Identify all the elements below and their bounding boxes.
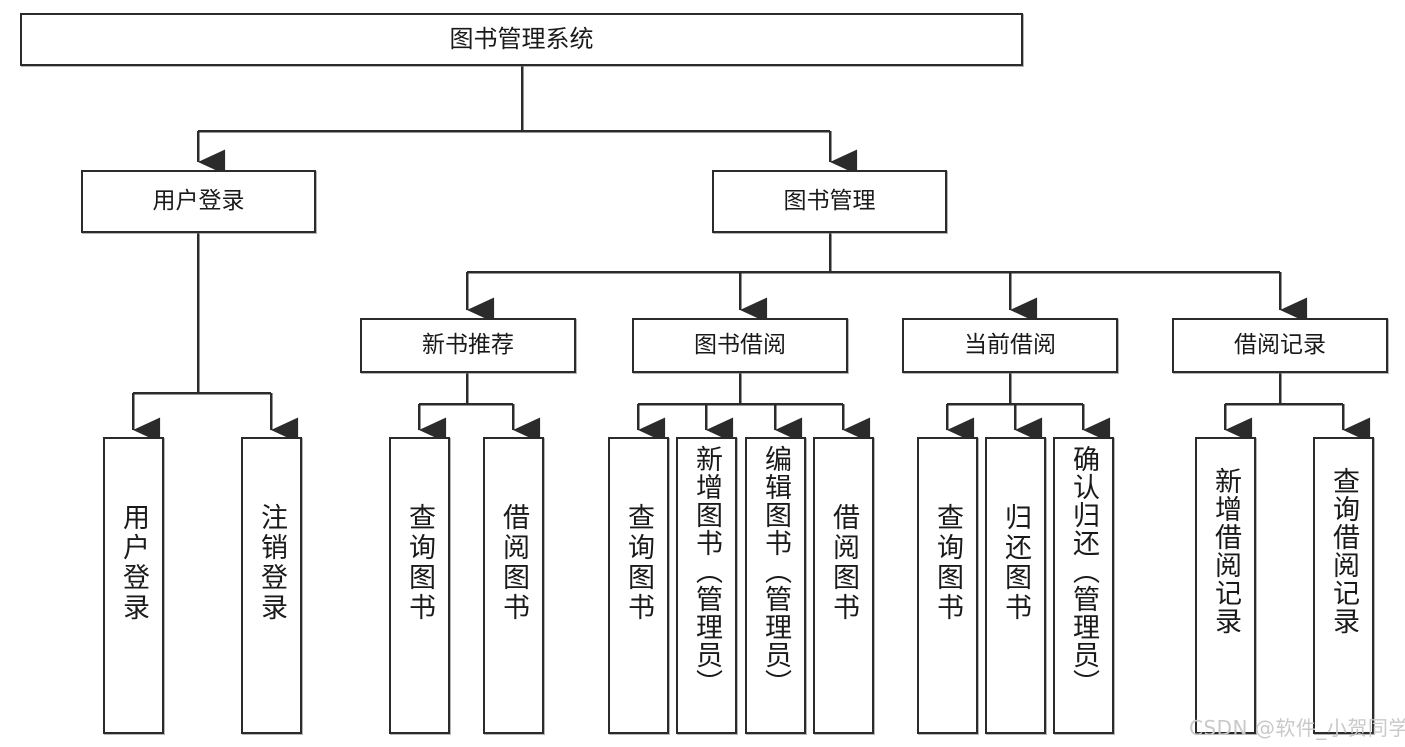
node-leaf-confirm-return-admin[interactable]: 确认归还（管理员） xyxy=(1053,437,1114,734)
node-leaf-query-book-3[interactable]: 查询图书 xyxy=(917,437,978,734)
node-label: 归还图书 xyxy=(1000,503,1031,623)
node-label: 查询图书 xyxy=(932,503,963,623)
node-user-login[interactable]: 用户登录 xyxy=(81,170,316,233)
watermark-text: CSDN @软件_小贺同学 xyxy=(1189,716,1405,740)
node-label: 新增图书（管理员） xyxy=(691,445,722,697)
node-leaf-add-book-admin[interactable]: 新增图书（管理员） xyxy=(676,437,737,734)
node-leaf-return-book[interactable]: 归还图书 xyxy=(985,437,1046,734)
node-label: 确认归还（管理员） xyxy=(1068,445,1099,697)
node-borrow-record[interactable]: 借阅记录 xyxy=(1172,318,1388,373)
node-label: 图书管理 xyxy=(783,187,876,214)
node-label: 借阅记录 xyxy=(1234,331,1326,358)
node-leaf-user-login[interactable]: 用户登录 xyxy=(103,437,164,734)
node-label: 用户登录 xyxy=(118,503,149,623)
node-label: 借阅图书 xyxy=(498,503,529,623)
node-label: 用户登录 xyxy=(152,187,245,214)
node-label: 图书管理系统 xyxy=(449,25,594,54)
node-label: 新书推荐 xyxy=(422,331,514,358)
node-label: 借阅图书 xyxy=(828,503,859,623)
node-root-book-management-system[interactable]: 图书管理系统 xyxy=(20,13,1023,66)
node-label: 图书借阅 xyxy=(694,331,786,358)
node-label: 注销登录 xyxy=(256,503,287,623)
node-label: 查询图书 xyxy=(404,503,435,623)
node-label: 查询借阅记录 xyxy=(1328,467,1359,635)
node-label: 编辑图书（管理员） xyxy=(760,445,791,697)
node-leaf-query-book-2[interactable]: 查询图书 xyxy=(608,437,669,734)
node-label: 查询图书 xyxy=(623,503,654,623)
node-leaf-borrow-book-1[interactable]: 借阅图书 xyxy=(483,437,544,734)
node-book-management[interactable]: 图书管理 xyxy=(712,170,947,233)
node-current-borrow[interactable]: 当前借阅 xyxy=(902,318,1118,373)
node-leaf-query-book-1[interactable]: 查询图书 xyxy=(389,437,450,734)
node-leaf-borrow-book-2[interactable]: 借阅图书 xyxy=(813,437,874,734)
node-leaf-edit-book-admin[interactable]: 编辑图书（管理员） xyxy=(745,437,806,734)
node-label: 当前借阅 xyxy=(964,331,1056,358)
node-book-borrow[interactable]: 图书借阅 xyxy=(632,318,848,373)
node-leaf-logout-login[interactable]: 注销登录 xyxy=(241,437,302,734)
node-label: 新增借阅记录 xyxy=(1210,467,1241,635)
node-leaf-query-borrow-record[interactable]: 查询借阅记录 xyxy=(1313,437,1374,734)
node-new-book-recommend[interactable]: 新书推荐 xyxy=(360,318,576,373)
node-leaf-add-borrow-record[interactable]: 新增借阅记录 xyxy=(1195,437,1256,734)
